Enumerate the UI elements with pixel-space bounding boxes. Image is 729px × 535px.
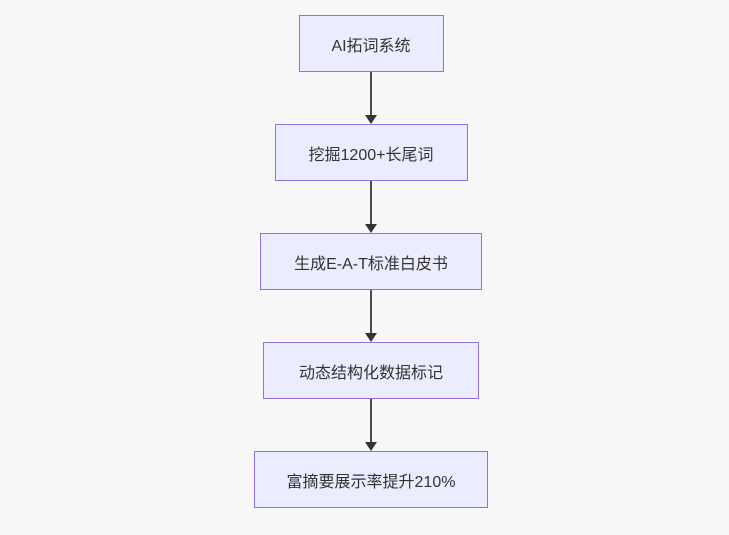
arrow-line: [370, 72, 372, 115]
arrow-line: [370, 181, 372, 224]
flow-node-label: 生成E-A-T标准白皮书: [294, 255, 448, 273]
flow-node-label: 挖掘1200+长尾词: [308, 146, 434, 164]
flow-node-label: 动态结构化数据标记: [298, 364, 443, 382]
arrow-down-3: [365, 290, 377, 342]
arrowhead-down-icon: [365, 442, 377, 451]
arrowhead-down-icon: [365, 333, 377, 342]
arrow-line: [370, 290, 372, 333]
flow-node-label: 富摘要展示率提升210%: [286, 473, 456, 491]
flow-node-longtail-words: 挖掘1200+长尾词: [274, 124, 468, 181]
arrow-down-1: [365, 72, 377, 124]
flow-node-label: AI拓词系统: [331, 37, 411, 55]
arrowhead-down-icon: [365, 115, 377, 124]
flowchart-column: AI拓词系统 挖掘1200+长尾词 生成E-A-T标准白皮书 动态结构化数据标记: [254, 15, 488, 508]
flow-node-eat-whitepaper: 生成E-A-T标准白皮书: [260, 233, 482, 290]
flow-node-rich-snippet-result: 富摘要展示率提升210%: [254, 451, 488, 508]
arrow-line: [370, 399, 372, 442]
flow-node-structured-data: 动态结构化数据标记: [263, 342, 479, 399]
arrow-down-2: [365, 181, 377, 233]
flow-node-ai-system: AI拓词系统: [298, 15, 444, 72]
arrow-down-4: [365, 399, 377, 451]
arrowhead-down-icon: [365, 224, 377, 233]
